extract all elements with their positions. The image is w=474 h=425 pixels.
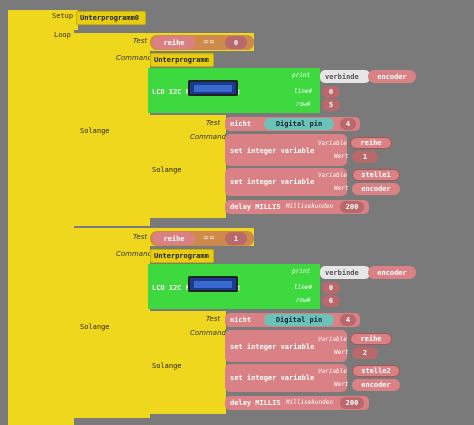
set-wert-value[interactable]: 1	[352, 151, 378, 163]
delay2-label: delay MILLIS	[230, 399, 281, 407]
setup-call-label: Unterprogramm0	[80, 14, 140, 22]
set-integer-variable-4[interactable]: set integer variable	[225, 364, 347, 392]
setup-row	[8, 10, 78, 30]
pin2-number[interactable]: 4	[340, 314, 356, 326]
set2-wert-value[interactable]: encoder	[352, 183, 400, 195]
loop-label: Loop	[54, 31, 71, 39]
lcd2-line-value[interactable]: 0	[322, 282, 340, 294]
set-variable-label: Variable	[318, 140, 347, 147]
lcd2-print-label: print	[292, 268, 311, 275]
variable-reihe[interactable]: reihe	[153, 36, 195, 49]
lcd2-module-icon	[188, 276, 238, 292]
inner-commands-label: Commands	[190, 133, 230, 141]
inner-while-block-2[interactable]	[148, 311, 226, 414]
call-label: Unterprogramm	[154, 56, 209, 64]
lcd2-row-value[interactable]: 6	[322, 295, 340, 307]
set2-wert-label: Wert	[334, 185, 349, 192]
number2-value[interactable]: 1	[225, 232, 247, 245]
delay-label: delay MILLIS	[230, 203, 281, 211]
while-block-2[interactable]	[74, 228, 150, 418]
set3-variable-label: Variable	[318, 336, 347, 343]
delay-block[interactable]: delay MILLIS	[225, 200, 369, 214]
set-integer-variable-1[interactable]: set integer variable	[225, 134, 347, 166]
set2-variable-label: Variable	[318, 172, 347, 179]
while2-loop-label: Solange	[80, 323, 110, 331]
variable2-encoder[interactable]: encoder	[368, 266, 416, 279]
call-unterprogramm[interactable]: Unterprogramm	[150, 53, 214, 67]
set2-variable-value[interactable]: stelle1	[352, 169, 400, 181]
inner2-test-label: Test	[206, 315, 221, 323]
set-integer-label-2: set integer variable	[230, 178, 315, 186]
setup-label: Setup	[52, 12, 74, 20]
set4-wert-value[interactable]: encoder	[352, 379, 400, 391]
while2-commands-label: Commands	[116, 250, 156, 258]
inner2-commands-label: Commands	[190, 329, 230, 337]
set3-variable-value[interactable]: reihe	[350, 333, 392, 345]
equals2-operator: ==	[203, 234, 215, 242]
digital-pin-block-2[interactable]: Digital pin	[264, 314, 334, 326]
main-program-block[interactable]	[8, 10, 74, 425]
lcd2-line-label: line#	[294, 284, 313, 291]
lcd-line-value[interactable]: 0	[322, 86, 340, 98]
set-variable-value[interactable]: reihe	[350, 137, 392, 149]
while2-test-label: Test	[133, 233, 148, 241]
setup-call-block[interactable]: Unterprogramm0	[76, 11, 146, 25]
delay-block-2[interactable]: delay MILLIS	[225, 396, 369, 410]
set4-integer-label: set integer variable	[230, 374, 315, 382]
lcd-print-label: print	[292, 72, 311, 79]
variable2-reihe[interactable]: reihe	[153, 232, 195, 245]
digital-pin-block[interactable]: Digital pin	[264, 118, 334, 130]
equals-operator: ==	[203, 38, 215, 46]
set3-wert-label: Wert	[334, 349, 349, 356]
text2-verbinde-label: verbinde	[325, 268, 359, 277]
not-label: nicht	[230, 120, 252, 128]
delay2-value[interactable]: 200	[340, 397, 364, 409]
lcd-module-icon	[188, 80, 238, 96]
set4-variable-value[interactable]: stelle2	[352, 365, 400, 377]
lcd2-row-label: row#	[296, 297, 311, 304]
while-block[interactable]	[74, 33, 150, 226]
inner-test-label: Test	[206, 119, 221, 127]
lcd-row-value[interactable]: 5	[322, 99, 340, 111]
inner2-while-label: Solange	[152, 362, 182, 370]
lcd-line-label: line#	[294, 88, 313, 95]
text-verbinde-label: verbinde	[325, 72, 359, 81]
while-loop-label: Solange	[80, 127, 110, 135]
while-test-label: Test	[133, 37, 148, 45]
set3-wert-value[interactable]: 2	[352, 347, 378, 359]
lcd-row-label: row#	[296, 101, 311, 108]
delay-value[interactable]: 200	[340, 201, 364, 213]
not2-label: nicht	[230, 316, 252, 324]
call2-unterprogramm[interactable]: Unterprogramm	[150, 249, 214, 263]
pin-number[interactable]: 4	[340, 118, 356, 130]
inner-while-label: Solange	[152, 166, 182, 174]
delay2-ms-label: Millisekunden	[286, 399, 333, 406]
number-value[interactable]: 0	[225, 36, 247, 49]
set3-integer-label: set integer variable	[230, 343, 315, 351]
variable-encoder[interactable]: encoder	[368, 70, 416, 83]
while-commands-label: Commands	[116, 54, 156, 62]
set-integer-variable-3[interactable]: set integer variable	[225, 330, 347, 362]
set-integer-label: set integer variable	[230, 147, 315, 155]
set-integer-variable-2[interactable]: set integer variable	[225, 168, 347, 196]
text2-verbinde[interactable]: verbinde	[320, 266, 370, 279]
set4-variable-label: Variable	[318, 368, 347, 375]
delay-ms-label: Millisekunden	[286, 203, 333, 210]
set4-wert-label: Wert	[334, 381, 349, 388]
call2-label: Unterprogramm	[154, 252, 209, 260]
text-verbinde[interactable]: verbinde	[320, 70, 370, 83]
inner-while-block[interactable]	[148, 115, 226, 218]
set-wert-label: Wert	[334, 153, 349, 160]
